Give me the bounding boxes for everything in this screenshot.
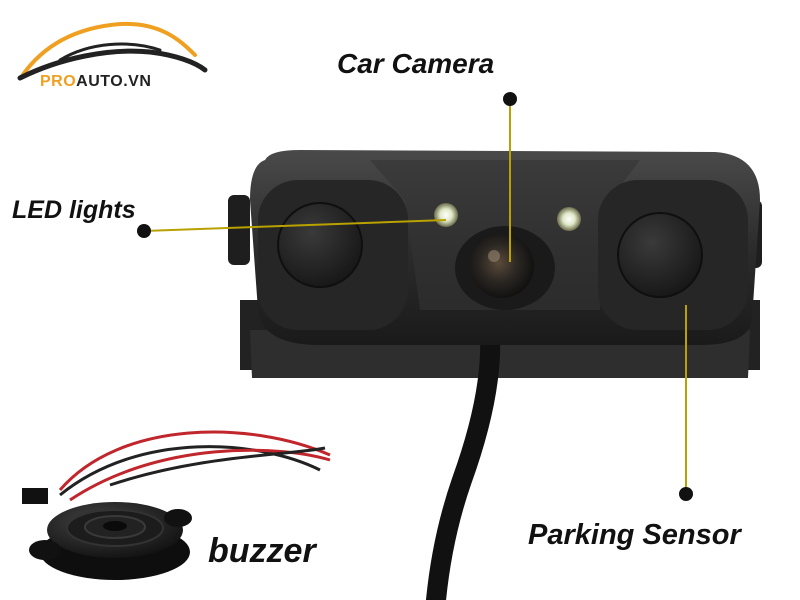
- right-parking-sensor: [617, 212, 703, 298]
- callout-dot-led: [137, 224, 151, 238]
- brand-logo-suffix: AUTO.VN: [76, 73, 152, 90]
- callout-dot-parking: [679, 487, 693, 501]
- label-car-camera: Car Camera: [337, 48, 495, 79]
- callout-dot-camera: [503, 92, 517, 106]
- logo-car-icon: [17, 21, 208, 81]
- left-parking-sensor: [277, 202, 363, 288]
- label-buzzer: buzzer: [208, 532, 316, 570]
- buzzer-device: [22, 430, 331, 580]
- brand-logo-prefix: PRO: [40, 73, 77, 90]
- camera-lens: [470, 234, 534, 298]
- label-led-lights: LED lights: [12, 196, 136, 224]
- camera-body: [250, 150, 760, 345]
- led-light-right: [557, 207, 581, 231]
- led-light-left: [434, 203, 458, 227]
- callout-lines: [137, 92, 693, 501]
- camera-cable: [426, 325, 501, 600]
- label-parking-sensor: Parking Sensor: [528, 519, 741, 551]
- brand-logo: PROAUTO.VN: [40, 73, 151, 91]
- callout-line-led: [143, 219, 447, 232]
